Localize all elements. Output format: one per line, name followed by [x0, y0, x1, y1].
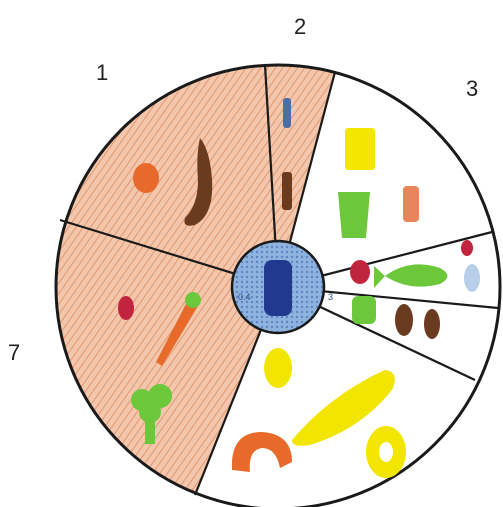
bottle-icon	[283, 98, 291, 128]
pineapple-ring-hole	[379, 442, 393, 462]
water-glass-icon	[403, 186, 419, 222]
cheese-icon	[345, 128, 375, 170]
hub-right-mark: 3	[328, 292, 333, 302]
lettuce-leaf-icon	[352, 296, 376, 324]
carrot-top-icon	[185, 292, 201, 308]
brown-egg-icon-1	[395, 304, 413, 336]
section-label-3: 3	[466, 76, 478, 101]
lemon-icon	[264, 348, 292, 388]
section-label-2: 2	[294, 14, 306, 39]
lettuce-icon	[461, 240, 473, 256]
hub-bottle-icon	[264, 260, 292, 316]
orange-fruit-icon	[133, 163, 159, 193]
berry-icon-red	[118, 296, 134, 320]
section-label-1: 1	[96, 60, 108, 85]
section-label-7: 7	[8, 340, 20, 365]
brown-egg-icon-2	[424, 309, 440, 339]
berry-icon	[350, 260, 370, 284]
juice-box-icon	[282, 172, 292, 210]
cup-icon	[338, 192, 370, 238]
egg-icon	[464, 264, 480, 292]
hub-left-mark: 0.4	[238, 292, 251, 302]
